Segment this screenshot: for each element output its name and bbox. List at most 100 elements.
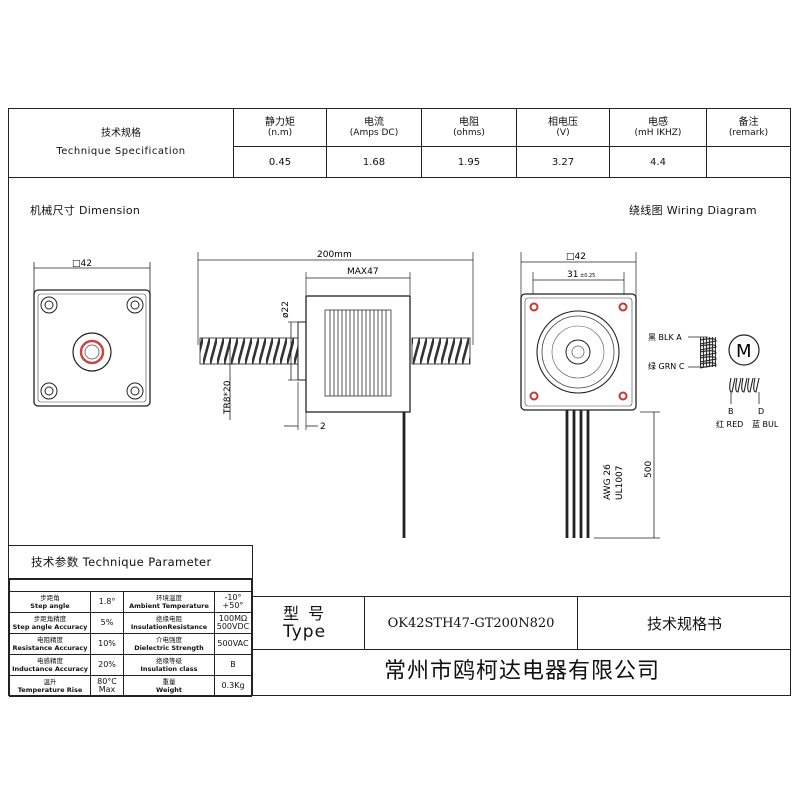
spec-col-label: 电阻: [459, 116, 479, 128]
param-value: 500VAC: [214, 633, 252, 655]
spec-table: 技术规格 Technique Specification 静力矩 (n.m) 电…: [8, 108, 791, 178]
wiring-diagram: 黑 BLK A 绿 GRN C M B D 红 RED 蓝 BUL: [648, 333, 779, 429]
param-label: 绝缘等级: [156, 657, 182, 665]
parameter-title: 技术参数 Technique Parameter: [9, 546, 252, 579]
dim-200mm: 200mm: [317, 250, 352, 260]
spec-value-inductance: 4.4: [609, 146, 707, 178]
param-label-en: Insulation class: [140, 665, 198, 673]
back-hole: [529, 302, 628, 401]
param-label-en: Weight: [156, 686, 182, 694]
param-label: 步距角: [40, 594, 60, 602]
spec-col-label: 静力矩: [265, 116, 295, 128]
front-nut: [79, 339, 105, 365]
model-number: OK42STH47-GT200N820: [365, 597, 578, 649]
param-label: 绝缘电阻: [156, 615, 182, 623]
spec-col-current: 电流 (Amps DC): [326, 108, 422, 147]
spec-col-unit: (Amps DC): [349, 127, 399, 138]
front-view: □42: [33, 259, 151, 407]
dim-500: 500: [644, 461, 654, 478]
param-value: 20%: [90, 654, 124, 676]
wire-red: 红 RED: [716, 419, 743, 429]
wire-blk: 黑 BLK A: [648, 333, 682, 342]
wire-grn: 绿 GRN C: [648, 362, 685, 371]
param-value: 100MΩ 500VDC: [214, 612, 252, 634]
title-block: 型 号 Type OK42STH47-GT200N820 技术规格书 常州市鸥柯…: [253, 596, 791, 696]
param-value: 80°C Max: [90, 675, 124, 697]
param-value: 10%: [90, 633, 124, 655]
back-square-42: □42: [566, 252, 586, 262]
front-square-42: □42: [72, 259, 92, 269]
param-label-en: Ambient Temperature: [129, 602, 209, 610]
dim-31: 31: [567, 270, 578, 280]
param-label-en: Step angle Accuracy: [12, 623, 88, 631]
spec-col-resistance: 电阻 (ohms): [421, 108, 517, 147]
param-value: 1.8°: [90, 591, 124, 613]
param-label-en: Dielectric Strength: [134, 644, 204, 652]
mounting-hole: [40, 296, 144, 400]
dim-2: 2: [320, 422, 326, 432]
param-value: 0.3Kg: [214, 675, 252, 697]
spec-value-voltage: 3.27: [516, 146, 610, 178]
front-body: [33, 289, 151, 407]
param-label: 电阻精度: [37, 636, 63, 644]
spec-col-label: 备注: [738, 116, 759, 128]
param-label-en: InsulationResistance: [130, 623, 208, 631]
spec-col-unit: (mH IKHZ): [634, 127, 682, 138]
spec-value-current: 1.68: [326, 146, 422, 178]
param-label-en: Step angle: [30, 602, 70, 610]
side-view: 200mm MAX47 ø22 TR8*20: [197, 250, 474, 538]
param-value: 5%: [90, 612, 124, 634]
type-cell: 型 号 Type: [253, 597, 365, 649]
spec-title-en: Technique Specification: [56, 146, 186, 157]
back-view: □42 31 ±0.25 AWG 26 UL1007 500: [520, 252, 660, 539]
spec-col-label: 电感: [648, 116, 668, 128]
spec-col-unit: (ohms): [453, 127, 485, 138]
lead-screw-left: [199, 337, 299, 365]
param-label: 环境温度: [156, 594, 182, 602]
param-label: 电感精度: [37, 657, 63, 665]
spec-value-remark: [706, 146, 791, 178]
dimension-label: 机械尺寸 Dimension: [30, 204, 141, 217]
back-leads: [565, 410, 590, 538]
spec-col-unit: (n.m): [267, 127, 293, 138]
param-label-en: Temperature Rise: [17, 686, 83, 694]
wire-bul: 蓝 BUL: [752, 419, 779, 429]
lead-screw-right: [411, 337, 471, 365]
type-label-en: Type: [283, 622, 327, 642]
wire-d: D: [758, 407, 764, 416]
coil-horizontal: [729, 377, 760, 393]
spec-col-label: 相电压: [548, 116, 578, 128]
param-value: B: [214, 654, 252, 676]
dim-awg: AWG 26: [603, 464, 613, 500]
param-value: -10° +50°: [214, 591, 252, 613]
dim-ul: UL1007: [615, 465, 625, 500]
param-label: 步距角精度: [33, 615, 67, 623]
type-label-zh: 型 号: [283, 604, 327, 623]
spec-value-resistance: 1.95: [421, 146, 517, 178]
spec-col-torque: 静力矩 (n.m): [233, 108, 327, 147]
motor-symbol: [728, 334, 760, 366]
dim-31-tol: ±0.25: [580, 273, 595, 279]
spec-col-label: 电流: [364, 116, 384, 128]
spec-title-cell: 技术规格 Technique Specification: [8, 108, 234, 178]
param-label: 温升: [43, 678, 57, 686]
motor-letter: M: [736, 341, 752, 362]
wiring-label: 绕线图 Wiring Diagram: [629, 204, 757, 217]
wire-b: B: [728, 407, 734, 416]
front-boss: [72, 332, 112, 372]
dim-tr8: TR8*20: [223, 380, 233, 415]
document-name: 技术规格书: [646, 614, 722, 633]
spec-value-torque: 0.45: [233, 146, 327, 178]
dim-max47: MAX47: [347, 267, 379, 277]
param-label: 重量: [162, 678, 176, 686]
dim-phi22: ø22: [281, 301, 291, 318]
side-fins: [329, 310, 387, 396]
